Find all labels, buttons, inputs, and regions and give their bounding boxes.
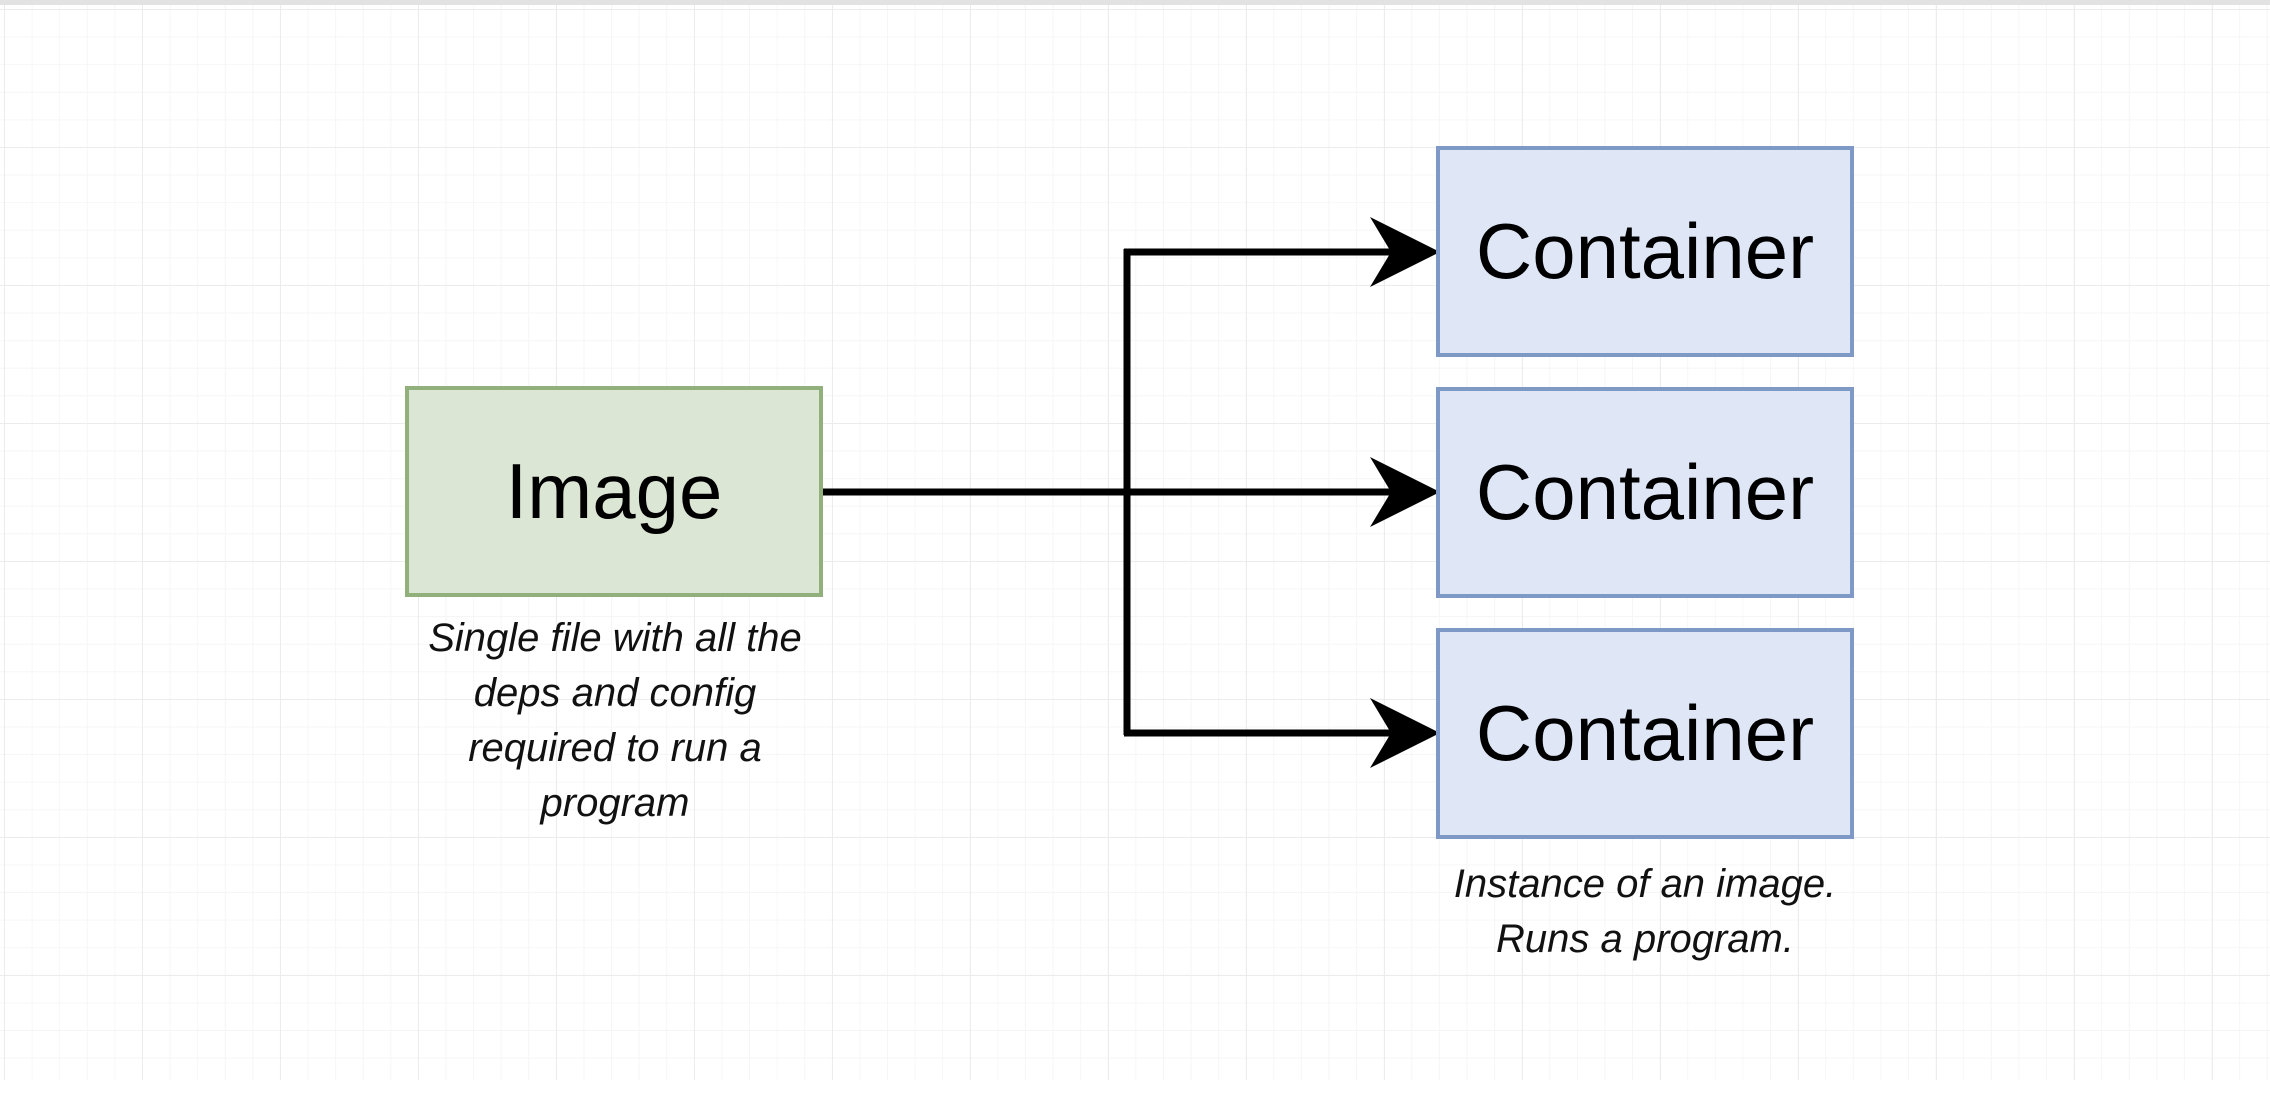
canvas-bottom-edge (0, 1080, 2270, 1116)
container-node-label: Container (1475, 689, 1815, 777)
connector-arrows (823, 217, 1440, 768)
container-note: Instance of an image. Runs a program. (1453, 862, 1837, 961)
container-node-3: Container (1436, 628, 1854, 839)
container-node-2: Container (1436, 387, 1854, 598)
image-note: Single file with all the deps and config… (428, 616, 802, 825)
image-node: Image (405, 386, 823, 597)
container-node-label: Container (1475, 448, 1815, 536)
container-node-1: Container (1436, 146, 1854, 357)
container-node-label: Container (1475, 207, 1815, 295)
image-node-label: Image (505, 447, 723, 535)
